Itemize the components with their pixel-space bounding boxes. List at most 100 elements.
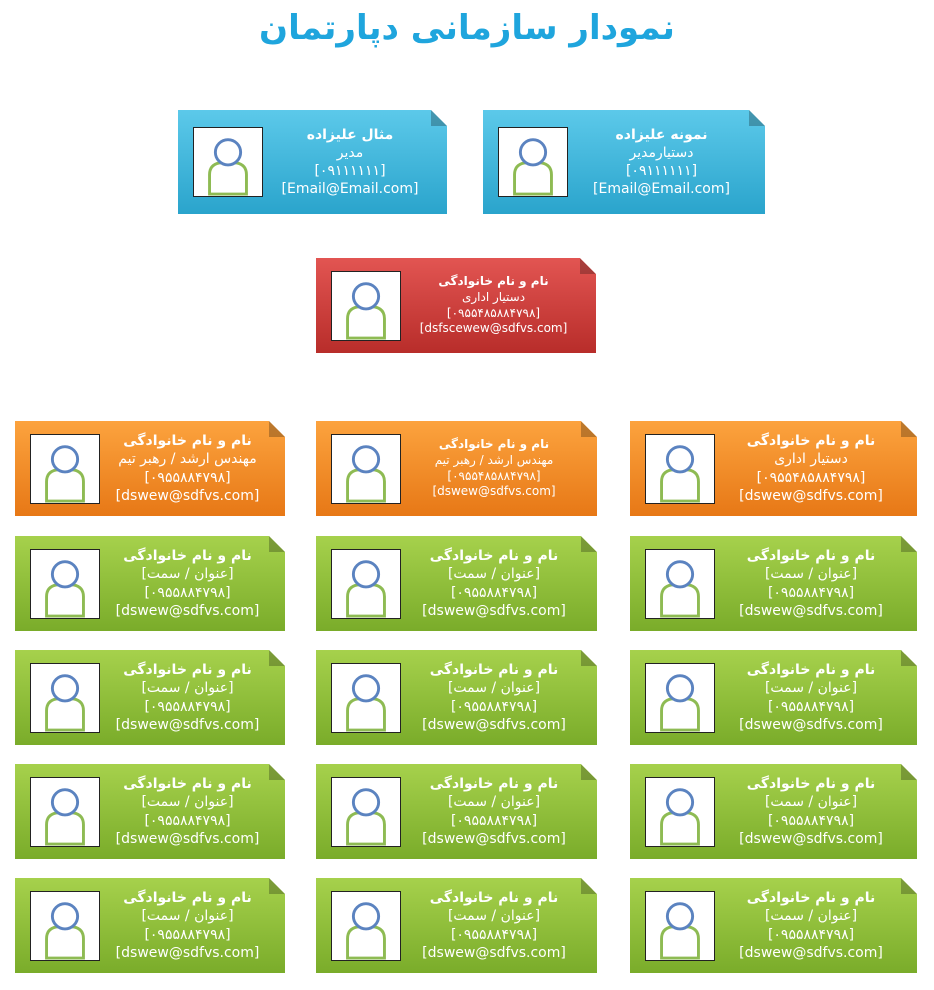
org-card[interactable]: نام و نام خانوادگی[عنوان / سمت][۰۹۵۵۸۸۴۷… bbox=[316, 650, 597, 745]
org-card[interactable]: نام و نام خانوادگی[عنوان / سمت][۰۹۵۵۸۸۴۷… bbox=[15, 650, 285, 745]
card-name: نام و نام خانوادگی bbox=[746, 662, 876, 679]
card-phone: [۰۹۵۵۸۸۴۷۹۸] bbox=[144, 812, 231, 829]
person-placeholder-icon bbox=[331, 434, 401, 504]
card-role: دستیار اداری bbox=[461, 289, 526, 304]
org-card[interactable]: نام و نام خانوادگی[عنوان / سمت][۰۹۵۵۸۸۴۷… bbox=[630, 764, 917, 859]
card-name: نام و نام خانوادگی bbox=[123, 433, 252, 450]
card-name: نام و نام خانوادگی bbox=[123, 776, 252, 793]
card-name: نمونه علیزاده bbox=[615, 126, 708, 143]
org-card[interactable]: نام و نام خانوادگی[عنوان / سمت][۰۹۵۵۸۸۴۷… bbox=[15, 536, 285, 631]
card-name: نام و نام خانوادگی bbox=[746, 433, 876, 450]
card-email: [dswew@sdfvs.com] bbox=[739, 716, 883, 733]
card-phone: [۰۹۵۵۴۸۵۸۸۴۷۹۸] bbox=[447, 468, 541, 483]
org-card[interactable]: نام و نام خانوادگی[عنوان / سمت][۰۹۵۵۸۸۴۷… bbox=[630, 650, 917, 745]
org-card[interactable]: نام و نام خانوادگی[عنوان / سمت][۰۹۵۵۸۸۴۷… bbox=[316, 764, 597, 859]
org-card[interactable]: نام و نام خانوادگی[عنوان / سمت][۰۹۵۵۸۸۴۷… bbox=[630, 878, 917, 973]
card-email: [Email@Email.com] bbox=[593, 181, 730, 198]
card-corner-fold bbox=[581, 878, 597, 894]
person-placeholder-icon bbox=[193, 127, 263, 197]
card-info: نام و نام خانوادگی[عنوان / سمت][۰۹۵۵۸۸۴۷… bbox=[104, 764, 271, 859]
person-placeholder-icon bbox=[645, 777, 715, 847]
card-corner-fold bbox=[269, 536, 285, 552]
card-role: [عنوان / سمت] bbox=[764, 794, 858, 811]
card-corner-fold bbox=[581, 650, 597, 666]
card-email: [dswew@sdfvs.com] bbox=[739, 487, 883, 504]
card-name: نام و نام خانوادگی bbox=[123, 662, 252, 679]
card-info: نام و نام خانوادگی[عنوان / سمت][۰۹۵۵۸۸۴۷… bbox=[405, 764, 583, 859]
card-corner-fold bbox=[269, 421, 285, 437]
card-corner-fold bbox=[901, 878, 917, 894]
card-email: [dsfscewew@sdfvs.com] bbox=[419, 321, 568, 336]
page-title: نمودار سازمانی دپارتمان bbox=[259, 8, 675, 48]
card-info: نام و نام خانوادگی[عنوان / سمت][۰۹۵۵۸۸۴۷… bbox=[405, 878, 583, 973]
card-role: [عنوان / سمت] bbox=[764, 680, 858, 697]
card-role: [عنوان / سمت] bbox=[447, 794, 541, 811]
card-info: نام و نام خانوادگی[عنوان / سمت][۰۹۵۵۸۸۴۷… bbox=[104, 650, 271, 745]
person-placeholder-icon bbox=[331, 271, 401, 341]
card-role: [عنوان / سمت] bbox=[764, 566, 858, 583]
card-role: مدیر bbox=[336, 144, 364, 161]
card-email: [dswew@sdfvs.com] bbox=[432, 484, 556, 499]
card-email: [dswew@sdfvs.com] bbox=[115, 716, 260, 733]
card-phone: [۰۹۵۵۴۸۵۸۸۴۷۹۸] bbox=[756, 469, 866, 486]
card-email: [dswew@sdfvs.com] bbox=[422, 716, 566, 733]
card-email: [dswew@sdfvs.com] bbox=[115, 944, 260, 961]
card-info: نام و نام خانوادگی[عنوان / سمت][۰۹۵۵۸۸۴۷… bbox=[104, 878, 271, 973]
card-role: [عنوان / سمت] bbox=[141, 794, 234, 811]
card-phone: [۰۹۵۵۸۸۴۷۹۸] bbox=[767, 698, 855, 715]
person-placeholder-icon bbox=[645, 434, 715, 504]
card-info: نام و نام خانوادگی[عنوان / سمت][۰۹۵۵۸۸۴۷… bbox=[405, 536, 583, 631]
card-email: [Email@Email.com] bbox=[281, 181, 419, 198]
card-role: [عنوان / سمت] bbox=[141, 566, 234, 583]
card-name: نام و نام خانوادگی bbox=[746, 890, 876, 907]
org-card[interactable]: نام و نام خانوادگی[عنوان / سمت][۰۹۵۵۸۸۴۷… bbox=[15, 878, 285, 973]
person-placeholder-icon bbox=[645, 663, 715, 733]
card-corner-fold bbox=[901, 536, 917, 552]
person-placeholder-icon bbox=[30, 434, 100, 504]
card-email: [dswew@sdfvs.com] bbox=[422, 830, 566, 847]
card-corner-fold bbox=[581, 536, 597, 552]
card-corner-fold bbox=[901, 650, 917, 666]
card-role: دستیار اداری bbox=[774, 451, 848, 468]
card-role: [عنوان / سمت] bbox=[141, 908, 234, 925]
org-card[interactable]: نام و نام خانوادگی[عنوان / سمت][۰۹۵۵۸۸۴۷… bbox=[630, 536, 917, 631]
card-role: دستیارمدیر bbox=[629, 144, 694, 161]
card-phone: [۰۹۵۵۸۸۴۷۹۸] bbox=[767, 584, 855, 601]
card-role: [عنوان / سمت] bbox=[764, 908, 858, 925]
person-placeholder-icon bbox=[331, 549, 401, 619]
person-placeholder-icon bbox=[645, 549, 715, 619]
card-info: نام و نام خانوادگی[عنوان / سمت][۰۹۵۵۸۸۴۷… bbox=[104, 536, 271, 631]
card-corner-fold bbox=[581, 421, 597, 437]
card-email: [dswew@sdfvs.com] bbox=[115, 602, 260, 619]
card-info: نام و نام خانوادگی[عنوان / سمت][۰۹۵۵۸۸۴۷… bbox=[719, 878, 903, 973]
card-corner-fold bbox=[580, 258, 596, 274]
org-card[interactable]: نام و نام خانوادگی[عنوان / سمت][۰۹۵۵۸۸۴۷… bbox=[15, 764, 285, 859]
card-name: نام و نام خانوادگی bbox=[746, 776, 876, 793]
card-email: [dswew@sdfvs.com] bbox=[115, 487, 260, 504]
person-placeholder-icon bbox=[331, 663, 401, 733]
org-card[interactable]: نام و نام خانوادگی[عنوان / سمت][۰۹۵۵۸۸۴۷… bbox=[316, 536, 597, 631]
card-email: [dswew@sdfvs.com] bbox=[739, 602, 883, 619]
card-name: نام و نام خانوادگی bbox=[123, 890, 252, 907]
org-card[interactable]: نام و نام خانوادگی[عنوان / سمت][۰۹۵۵۸۸۴۷… bbox=[316, 878, 597, 973]
card-phone: [۰۹۵۵۸۸۴۷۹۸] bbox=[144, 698, 231, 715]
card-role: [عنوان / سمت] bbox=[141, 680, 234, 697]
card-name: مثال علیزاده bbox=[306, 126, 394, 143]
card-email: [dswew@sdfvs.com] bbox=[422, 602, 566, 619]
card-name: نام و نام خانوادگی bbox=[438, 274, 549, 289]
card-phone: [۰۹۵۵۸۸۴۷۹۸] bbox=[450, 926, 538, 943]
card-phone: [۰۹۵۵۸۸۴۷۹۸] bbox=[450, 698, 538, 715]
card-phone: [۰۹۵۵۸۸۴۷۹۸] bbox=[144, 926, 231, 943]
person-placeholder-icon bbox=[331, 777, 401, 847]
card-corner-fold bbox=[269, 650, 285, 666]
